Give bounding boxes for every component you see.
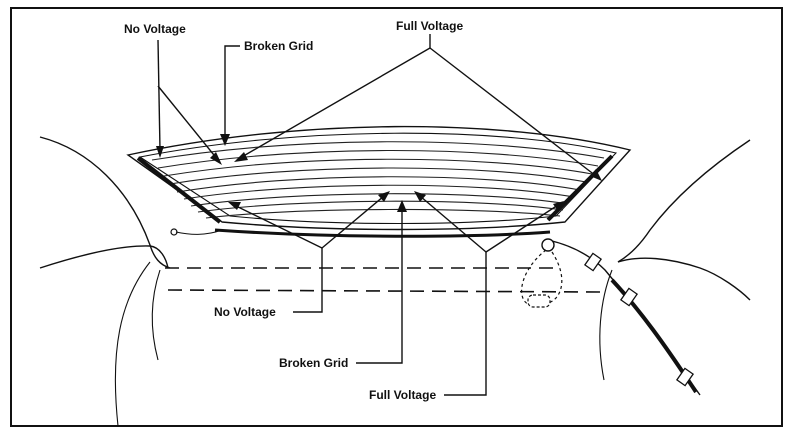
defogger-grid-lines bbox=[151, 141, 605, 219]
ground-terminal bbox=[170, 228, 178, 236]
shelf-dashed-line-lower bbox=[167, 289, 601, 293]
grid-line bbox=[176, 176, 581, 193]
grid-line bbox=[163, 158, 593, 177]
rear-window-inner-outline bbox=[138, 132, 618, 225]
left-quarter-panel bbox=[114, 261, 151, 427]
left-bus-bar bbox=[136, 156, 222, 224]
grid-line bbox=[197, 200, 564, 213]
label-bottom-no-voltage: No Voltage bbox=[214, 305, 276, 319]
right-quarter-panel bbox=[599, 269, 613, 381]
label-top-full-voltage: Full Voltage bbox=[396, 19, 463, 33]
top-no-voltage-leaders bbox=[156, 39, 222, 165]
wire-clip bbox=[619, 287, 639, 307]
right-roof-pillar bbox=[617, 139, 751, 263]
test-light-lead bbox=[521, 249, 547, 306]
diagram-border bbox=[10, 7, 783, 427]
right-body-curve bbox=[617, 257, 751, 301]
left-roof-pillar bbox=[39, 136, 171, 269]
window-lower-molding bbox=[214, 228, 551, 238]
grid-line bbox=[169, 167, 587, 185]
label-bottom-full-voltage: Full Voltage bbox=[369, 388, 436, 402]
left-inner-curve bbox=[151, 269, 161, 361]
label-top-broken-grid: Broken Grid bbox=[244, 39, 313, 53]
wire-clip bbox=[675, 367, 695, 387]
bottom-full-voltage-leaders bbox=[414, 191, 564, 396]
label-top-no-voltage: No Voltage bbox=[124, 22, 186, 36]
test-light-lead bbox=[547, 251, 563, 304]
left-body-curve bbox=[39, 245, 169, 269]
grid-line bbox=[183, 184, 575, 200]
top-full-voltage-leaders bbox=[234, 34, 602, 181]
test-light-bulb bbox=[527, 294, 551, 308]
rear-window-outline bbox=[126, 125, 632, 231]
ground-wire bbox=[175, 229, 223, 235]
wire-clip bbox=[583, 252, 603, 272]
feed-wire bbox=[547, 239, 701, 396]
top-broken-grid-leader bbox=[220, 45, 240, 146]
grid-line bbox=[205, 208, 561, 219]
bottom-no-voltage-leaders bbox=[228, 191, 390, 313]
feed-connector bbox=[541, 238, 555, 252]
bottom-broken-grid-leader bbox=[356, 200, 407, 364]
grid-line bbox=[151, 141, 605, 161]
label-bottom-broken-grid: Broken Grid bbox=[279, 356, 348, 370]
